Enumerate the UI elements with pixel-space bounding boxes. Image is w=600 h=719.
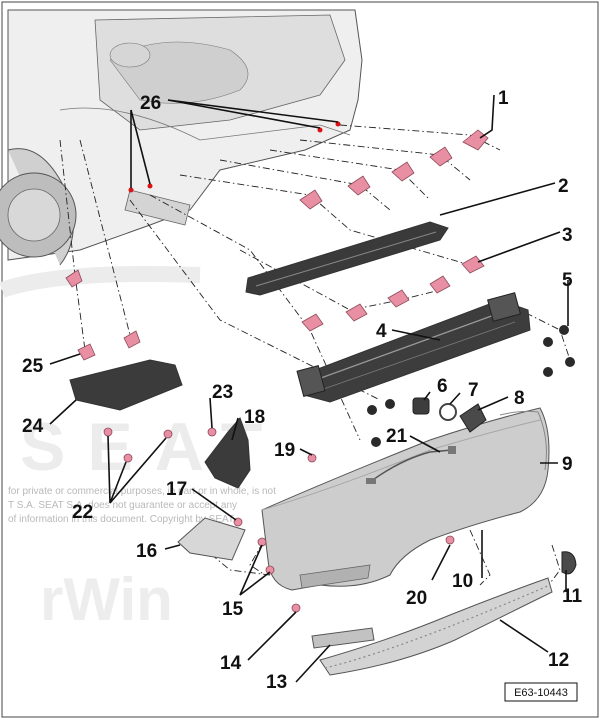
watermark-line-2: T S.A. SEAT S.A. does not guarantee or a… xyxy=(8,500,237,511)
label-14: 14 xyxy=(220,653,242,674)
part-upper-bracket xyxy=(245,221,449,296)
label-4: 4 xyxy=(376,321,387,342)
label-12: 12 xyxy=(548,650,569,671)
label-19: 19 xyxy=(274,440,295,461)
label-26: 26 xyxy=(140,93,161,114)
watermark-line-3: of information in this document. Copyrig… xyxy=(8,514,234,525)
label-10: 10 xyxy=(452,571,473,592)
part-labels: 1 2 3 4 5 6 7 8 9 10 11 12 13 14 15 16 1… xyxy=(22,88,583,693)
part-small-cover xyxy=(561,551,577,575)
watermark-logo: rWin xyxy=(40,566,173,633)
watermark-swoosh xyxy=(0,266,201,298)
reference-code-box: E63-10443 xyxy=(504,682,578,702)
label-16: 16 xyxy=(136,541,157,562)
label-13: 13 xyxy=(266,672,287,693)
label-20: 20 xyxy=(406,588,427,609)
label-8: 8 xyxy=(514,388,525,409)
part-side-bracket xyxy=(204,417,251,489)
leader-lines xyxy=(49,94,569,683)
part-sensor-bracket xyxy=(177,517,246,561)
label-25: 25 xyxy=(22,356,44,377)
screws xyxy=(367,325,575,447)
vehicle-rear-body xyxy=(0,9,363,266)
label-23: 23 xyxy=(212,382,233,403)
label-5: 5 xyxy=(562,270,573,291)
clips xyxy=(65,129,489,613)
label-18: 18 xyxy=(244,407,265,428)
label-2: 2 xyxy=(558,176,569,197)
part-sensor-group xyxy=(412,397,487,433)
label-3: 3 xyxy=(562,225,573,246)
part-lower-diffuser xyxy=(319,577,553,676)
part-trim-strip xyxy=(311,627,375,649)
part-bracket-left xyxy=(69,359,183,411)
reference-code: E63-10443 xyxy=(514,687,568,699)
part-bumper-carrier xyxy=(296,292,531,403)
part-bumper-cover xyxy=(261,407,550,591)
label-7: 7 xyxy=(468,380,479,401)
label-1: 1 xyxy=(498,88,509,109)
part-wiring-harness xyxy=(366,446,456,484)
label-17: 17 xyxy=(166,479,187,500)
label-22: 22 xyxy=(72,502,93,523)
watermark-line-1: for private or commercial purposes, in p… xyxy=(8,486,276,497)
label-6: 6 xyxy=(437,376,448,397)
label-11: 11 xyxy=(562,586,583,607)
label-21: 21 xyxy=(386,426,408,447)
label-15: 15 xyxy=(222,599,244,620)
label-24: 24 xyxy=(22,416,44,437)
label-9: 9 xyxy=(562,454,573,475)
